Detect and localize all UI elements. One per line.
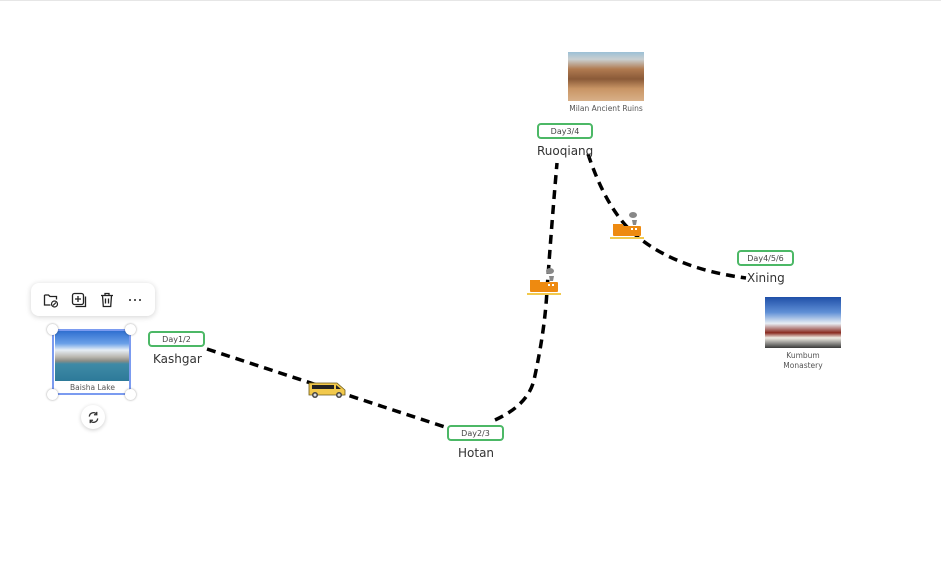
day-badge-kashgar: Day1/2	[148, 331, 205, 347]
route-hotan-ruoqiang	[494, 162, 559, 422]
caption-line: Kumbum	[786, 351, 820, 360]
baisha-lake-caption: Baisha Lake	[55, 383, 130, 393]
city-hotan: Hotan	[458, 446, 495, 460]
day-badge-hotan: Day2/3	[447, 425, 504, 441]
folder-link-icon[interactable]	[40, 289, 62, 311]
top-border	[0, 0, 941, 1]
resize-handle-bl[interactable]	[47, 389, 58, 400]
city-xining: Xining	[747, 271, 785, 285]
resize-handle-br[interactable]	[125, 389, 136, 400]
city-ruoqiang: Ruoqiang	[537, 144, 594, 158]
add-layer-icon[interactable]	[68, 289, 90, 311]
baisha-lake-image[interactable]	[55, 331, 130, 381]
train-icon	[527, 268, 561, 295]
train-icon	[610, 212, 644, 239]
selection-box	[52, 329, 131, 395]
selection-toolbar	[31, 283, 155, 316]
kumbum-monastery-image	[765, 297, 841, 348]
city-kashgar: Kashgar	[153, 352, 202, 366]
resize-handle-tl[interactable]	[47, 324, 58, 335]
more-icon[interactable]	[124, 289, 146, 311]
day-badge-xining: Day4/5/6	[737, 250, 794, 266]
day-badge-ruoqiang: Day3/4	[537, 123, 593, 139]
milan-ruins-image	[568, 52, 644, 101]
kumbum-monastery-caption: Kumbum Monastery	[765, 351, 841, 371]
caption-line: Monastery	[783, 361, 823, 370]
route-ruoqiang-xining	[586, 153, 747, 280]
rotate-icon	[88, 411, 98, 423]
trash-icon[interactable]	[96, 289, 118, 311]
resize-handle-tr[interactable]	[125, 324, 136, 335]
milan-ruins-caption: Milan Ancient Ruins	[569, 104, 643, 113]
rotate-button[interactable]	[81, 405, 105, 429]
van-icon	[308, 382, 346, 398]
